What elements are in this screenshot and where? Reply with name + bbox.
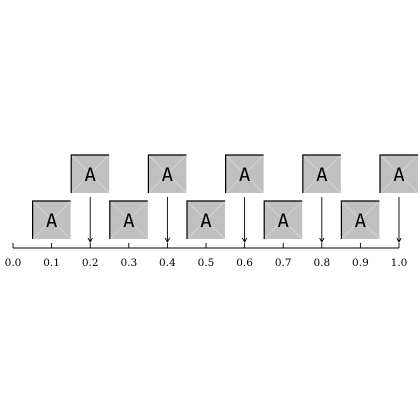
box-letter: A <box>123 210 135 232</box>
box-diagonal <box>225 154 264 194</box>
box-border <box>147 154 187 193</box>
upper-row-box: A <box>147 154 187 194</box>
down-arrow <box>164 197 170 243</box>
box-border <box>302 154 341 193</box>
box-letter: A <box>46 210 58 232</box>
box-diagonal <box>70 154 110 194</box>
box-letter: A <box>316 164 328 186</box>
axis-ticks <box>12 243 400 248</box>
axis-tick-label: 0.7 <box>275 257 292 269</box>
axis-tick-label: 0.0 <box>5 257 22 269</box>
box-border <box>186 200 225 239</box>
box-diagonal <box>341 200 380 240</box>
down-arrow <box>319 197 325 243</box>
box-letter: A <box>84 164 96 186</box>
box-border <box>379 154 418 193</box>
lower-row-box: A <box>32 200 71 240</box>
axis-tick-label: 0.3 <box>120 257 137 269</box>
lower-row-box: A <box>186 200 226 240</box>
box-diagonal <box>32 200 71 240</box>
arrow-head <box>164 237 170 243</box>
axis-tick-label: 0.5 <box>198 257 215 269</box>
axis-tick-label: 0.4 <box>159 257 176 269</box>
lower-row-box: A <box>340 200 380 240</box>
arrow-head <box>242 237 248 243</box>
box-diagonal <box>148 154 187 194</box>
box-letter: A <box>355 210 367 232</box>
arrow-head <box>319 237 325 243</box>
box-diagonal <box>379 154 419 194</box>
upper-row-box: A <box>379 154 419 194</box>
box-border <box>70 154 110 193</box>
box-border <box>32 200 71 239</box>
box-border <box>340 200 380 239</box>
arrow-head <box>396 237 402 243</box>
axis-tick-label: 0.2 <box>82 257 99 269</box>
down-arrow <box>396 197 402 243</box>
axis-tick-label: 0.6 <box>236 257 253 269</box>
box-diagonal <box>109 200 149 240</box>
lower-row-box: A <box>109 200 149 240</box>
box-letter: A <box>162 164 174 186</box>
axis-tick-labels: 0.0 0.1 0.2 0.3 0.4 0.5 0.6 0.7 0.8 0.9 1.0 <box>5 257 408 269</box>
axis-tick-label: 0.8 <box>313 257 330 269</box>
letter-boxes: A A A A A A A A A A <box>32 154 419 240</box>
box-diagonal <box>302 154 342 194</box>
upper-row-box: A <box>70 154 110 194</box>
box-letter: A <box>239 164 251 186</box>
box-border <box>225 154 264 193</box>
down-arrow <box>87 197 93 243</box>
box-letter: A <box>393 164 405 186</box>
arrow-head <box>87 237 93 243</box>
down-arrow <box>242 197 248 243</box>
box-diagonal <box>186 200 226 240</box>
box-border <box>109 200 148 239</box>
axis-tick-label: 1.0 <box>391 257 408 269</box>
axis-tick-label: 0.9 <box>352 257 369 269</box>
lower-row-box: A <box>263 200 303 240</box>
arrows <box>87 197 402 243</box>
upper-row-box: A <box>302 154 342 194</box>
box-border <box>263 200 303 239</box>
axis-tick-label: 0.1 <box>43 257 60 269</box>
upper-row-box: A <box>225 154 264 194</box>
box-letter: A <box>200 210 212 232</box>
box-letter: A <box>277 210 289 232</box>
box-diagonal <box>263 200 303 240</box>
